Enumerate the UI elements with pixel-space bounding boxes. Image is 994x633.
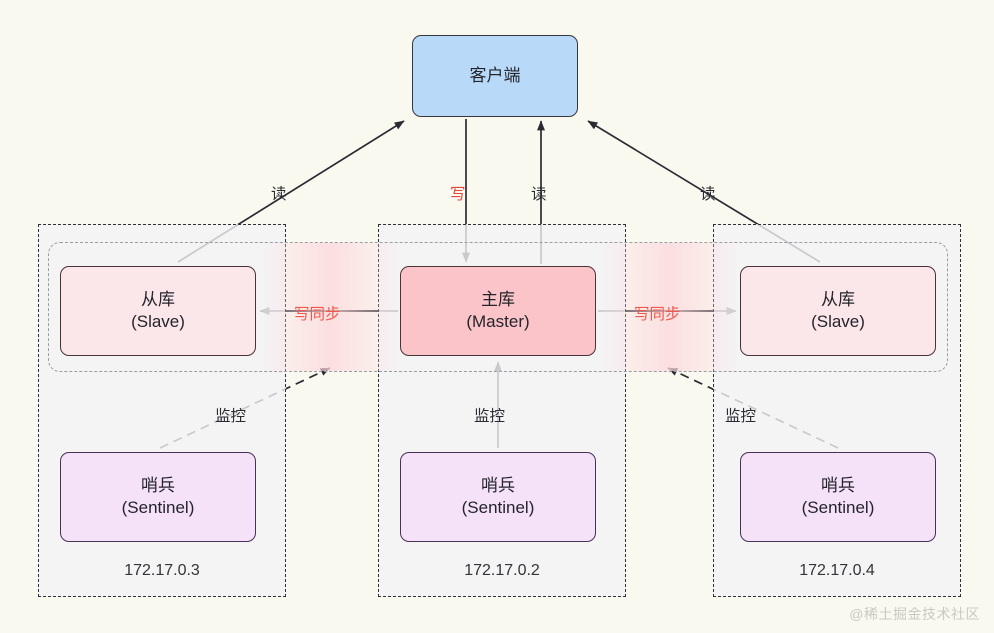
edge-label-monitor-mid: 监控 xyxy=(474,408,506,425)
node-sentinel-right-label-en: (Sentinel) xyxy=(801,498,875,517)
node-sentinel-mid-label-cn: 哨兵 xyxy=(481,475,515,495)
edge-label-read-right: 读 xyxy=(700,186,716,203)
node-sentinel-left-label-en: (Sentinel) xyxy=(121,498,195,517)
node-sentinel-right-label-cn: 哨兵 xyxy=(821,475,855,495)
node-master[interactable]: 主库 (Master) xyxy=(400,266,596,356)
edge-label-write: 写 xyxy=(450,186,466,203)
node-slave-right[interactable]: 从库 (Slave) xyxy=(740,266,936,356)
node-slave-right-label-cn: 从库 xyxy=(821,289,855,309)
edge-label-monitor-left: 监控 xyxy=(215,408,247,425)
container-mid-ip: 172.17.0.2 xyxy=(464,562,540,579)
edge-label-sync-left: 写同步 xyxy=(294,306,341,323)
container-left-ip: 172.17.0.3 xyxy=(124,562,200,579)
node-sentinel-left[interactable]: 哨兵 (Sentinel) xyxy=(60,452,256,542)
node-client-label: 客户端 xyxy=(469,65,521,85)
edge-label-sync-right: 写同步 xyxy=(634,306,681,323)
node-sentinel-mid[interactable]: 哨兵 (Sentinel) xyxy=(400,452,596,542)
node-slave-left[interactable]: 从库 (Slave) xyxy=(60,266,256,356)
node-master-label-en: (Master) xyxy=(466,312,530,331)
node-sentinel-left-label-cn: 哨兵 xyxy=(141,475,175,495)
node-slave-right-label-en: (Slave) xyxy=(811,312,865,331)
node-slave-left-label-cn: 从库 xyxy=(141,289,175,309)
node-master-label-cn: 主库 xyxy=(481,289,515,309)
node-slave-left-label-en: (Slave) xyxy=(131,312,185,331)
node-sentinel-mid-label-en: (Sentinel) xyxy=(461,498,535,517)
watermark: @稀土掘金技术社区 xyxy=(849,606,980,622)
node-sentinel-right[interactable]: 哨兵 (Sentinel) xyxy=(740,452,936,542)
edge-label-read-mid: 读 xyxy=(531,186,547,203)
node-client[interactable]: 客户端 xyxy=(412,35,578,117)
replication-group-box xyxy=(48,242,948,372)
container-right-ip: 172.17.0.4 xyxy=(799,562,875,579)
edge-label-monitor-right: 监控 xyxy=(725,408,757,425)
edge-label-read-left: 读 xyxy=(271,186,287,203)
